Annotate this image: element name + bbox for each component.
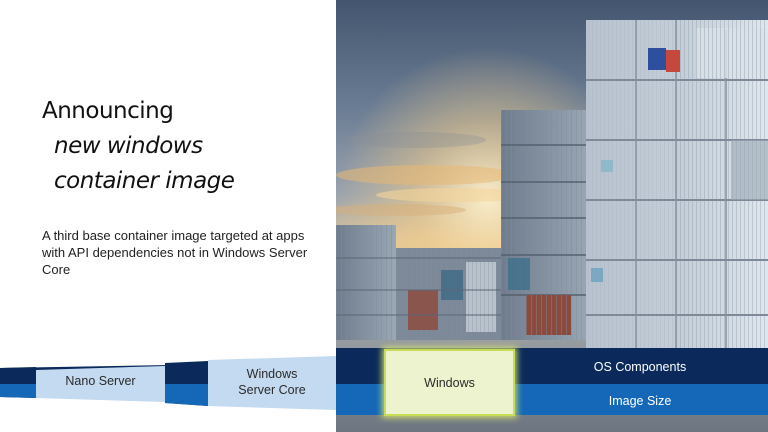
slide-subtitle: A third base container image targeted at… xyxy=(42,228,308,277)
os-components-label: OS Components xyxy=(560,359,720,375)
title-line-container-image: container image xyxy=(54,168,235,194)
nano-server-label: Nano Server xyxy=(36,373,165,389)
shipping-containers-photo xyxy=(336,0,768,432)
windows-highlight-box xyxy=(384,349,515,416)
windows-text: Windows xyxy=(424,376,475,390)
title-line-announcing: Announcing xyxy=(42,98,174,124)
nano-server-text: Nano Server xyxy=(65,374,136,388)
server-core-line1: Windows xyxy=(246,367,298,381)
slide-title: Announcing new windows container image xyxy=(42,94,235,199)
windows-server-core-label: Windows Server Core xyxy=(208,366,336,398)
image-size-text: Image Size xyxy=(608,394,672,408)
nano-server-segment xyxy=(36,366,165,402)
os-components-text: OS Components xyxy=(593,360,687,374)
server-core-segment xyxy=(208,356,336,410)
title-line-new-windows: new windows xyxy=(54,133,203,159)
windows-label: Windows xyxy=(384,375,515,391)
image-size-label: Image Size xyxy=(560,393,720,409)
server-core-line2: Server Core xyxy=(238,383,306,397)
